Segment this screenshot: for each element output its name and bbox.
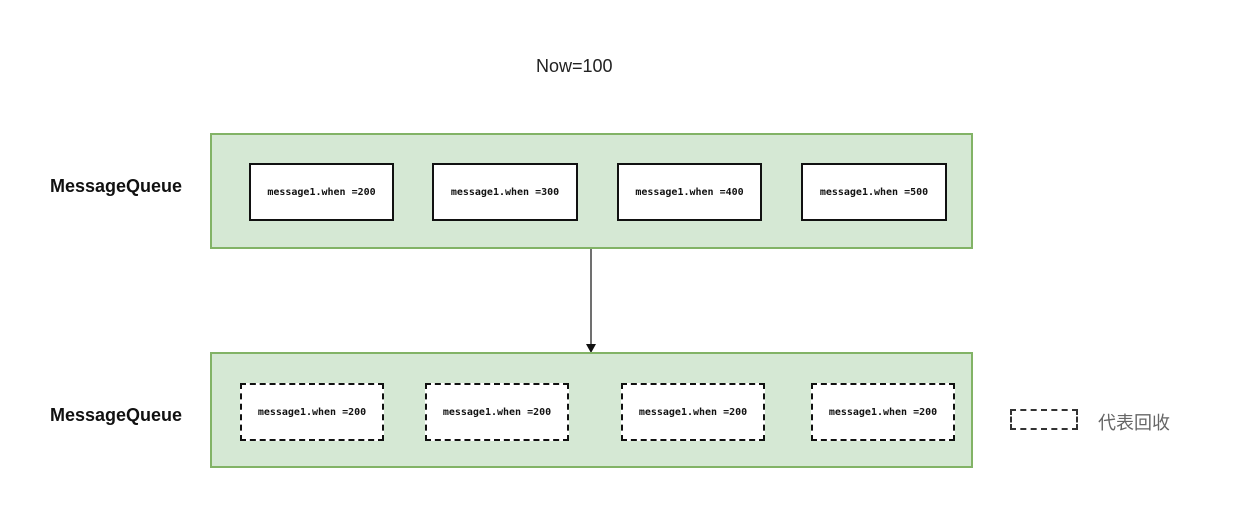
recycled-message-box: message1.when =200 [425,383,569,441]
message-box: message1.when =200 [249,163,394,221]
queue-label-bottom: MessageQueue [50,405,183,425]
queue-label-top: MessageQueue [50,176,183,196]
message-queue-bottom: message1.when =200 message1.when =200 me… [210,352,973,468]
recycled-message-box: message1.when =200 [811,383,955,441]
now-label: Now=100 [536,56,613,76]
message-queue-top: message1.when =200 message1.when =300 me… [210,133,973,249]
legend-dashed-swatch [1010,409,1078,430]
recycled-message-box: message1.when =200 [621,383,765,441]
legend-label: 代表回收 [1098,413,1170,434]
recycled-message-box: message1.when =200 [240,383,384,441]
message-box: message1.when =400 [617,163,762,221]
message-box: message1.when =500 [801,163,947,221]
message-box: message1.when =300 [432,163,578,221]
